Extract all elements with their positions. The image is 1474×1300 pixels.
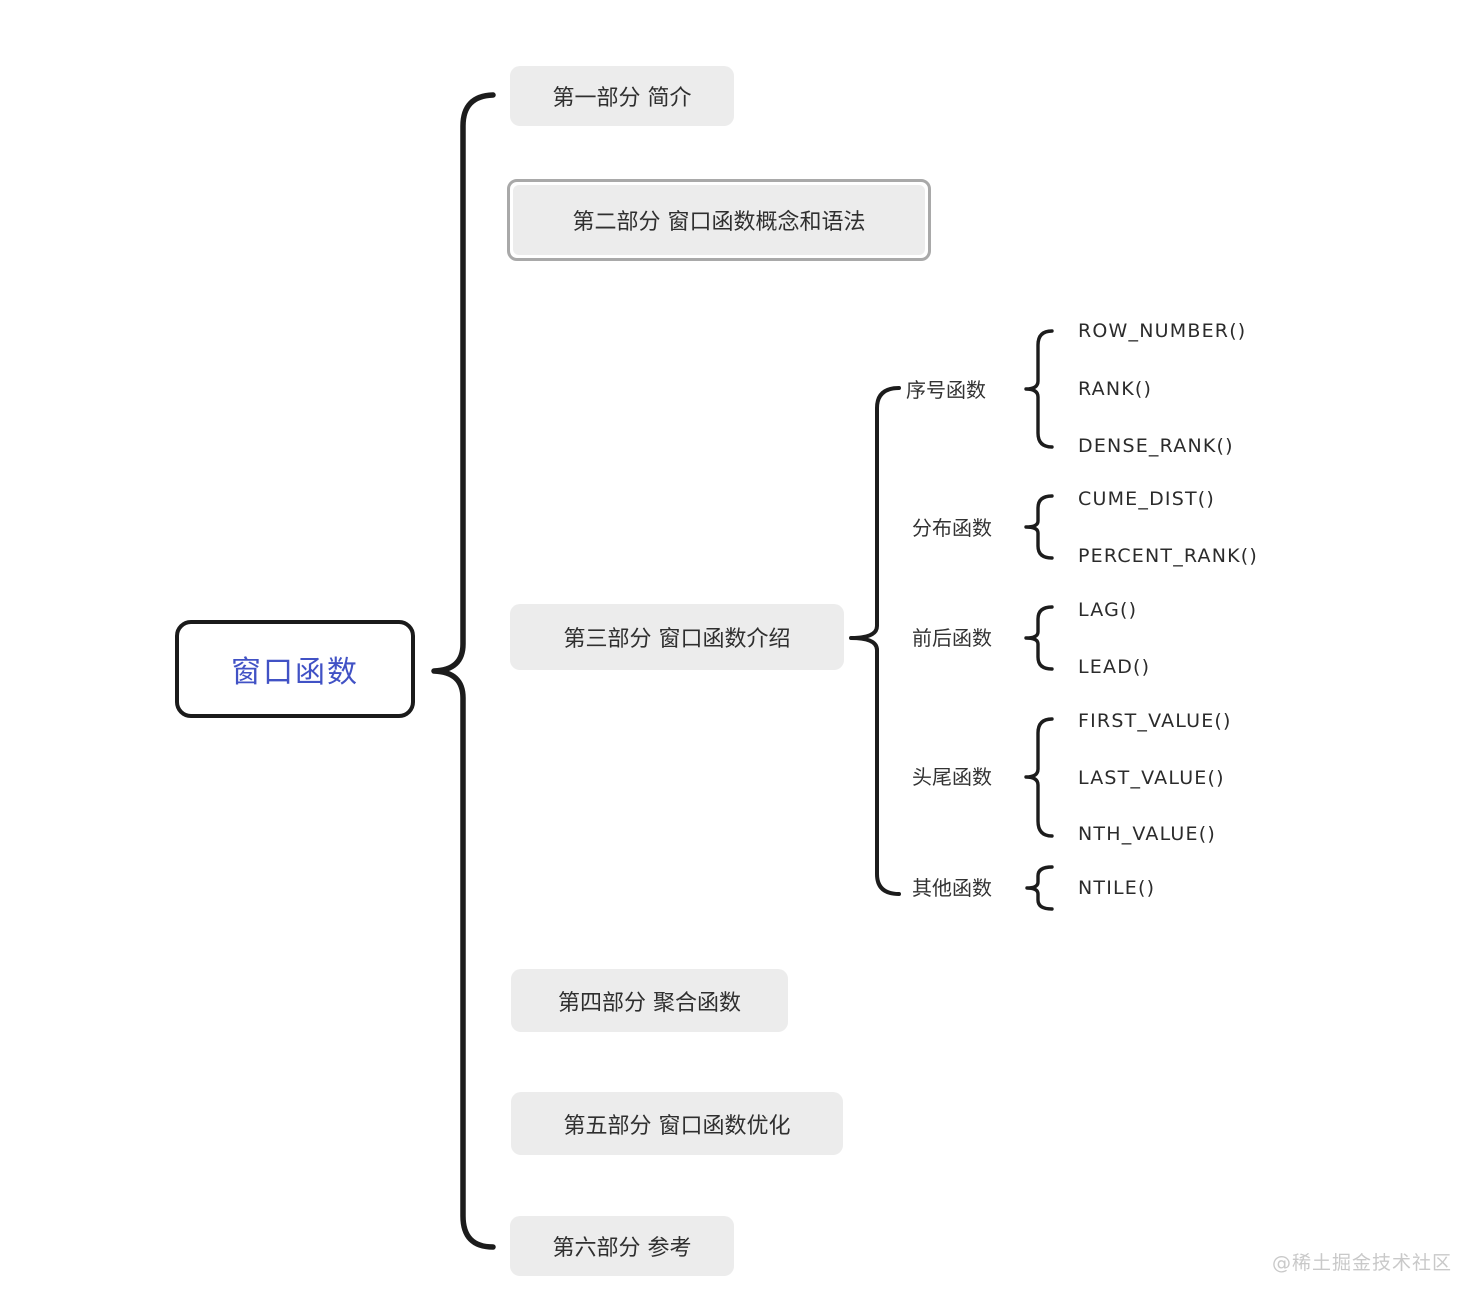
- branch-node-label: 第三部分 窗口函数介绍: [563, 627, 791, 652]
- function-item-lag[interactable]: LAG(): [1078, 597, 1137, 623]
- function-label: NTILE(): [1078, 877, 1156, 899]
- branch-node-label: 第四部分 聚合函数: [558, 990, 741, 1016]
- branch-node-label: 第五部分 窗口函数优化: [563, 1113, 791, 1139]
- branch-node-part6[interactable]: 第六部分 参考: [510, 1216, 734, 1276]
- branch-node-label: 第六部分 参考: [552, 1236, 692, 1261]
- function-item-ntile[interactable]: NTILE(): [1078, 875, 1155, 901]
- subcategory-front-back-functions[interactable]: 前后函数: [912, 624, 992, 652]
- branch-node-part2-inner: 第二部分 窗口函数概念和语法: [513, 185, 925, 255]
- function-label: CUME_DIST(): [1078, 488, 1215, 510]
- function-item-last-value[interactable]: LAST_VALUE(): [1078, 765, 1225, 791]
- function-label: FIRST_VALUE(): [1078, 710, 1232, 732]
- root-node[interactable]: 窗口函数: [175, 620, 415, 718]
- subcategory-distribution-functions[interactable]: 分布函数: [912, 514, 992, 542]
- function-item-cume-dist[interactable]: CUME_DIST(): [1078, 486, 1215, 512]
- function-item-nth-value[interactable]: NTH_VALUE(): [1078, 821, 1216, 847]
- other-functions-brace: [1025, 865, 1054, 911]
- distribution-functions-brace: [1024, 494, 1054, 560]
- function-item-lead[interactable]: LEAD(): [1078, 654, 1150, 680]
- branch-node-label: 第二部分 窗口函数概念和语法: [572, 210, 866, 235]
- subcategory-label: 分布函数: [912, 516, 992, 540]
- function-label: LAST_VALUE(): [1078, 767, 1225, 789]
- head-tail-functions-brace: [1024, 717, 1054, 838]
- branch-node-part5[interactable]: 第五部分 窗口函数优化: [511, 1092, 843, 1155]
- root-brace: [431, 92, 496, 1250]
- front-back-functions-brace: [1024, 605, 1054, 671]
- subcategory-label: 前后函数: [912, 626, 992, 650]
- function-item-first-value[interactable]: FIRST_VALUE(): [1078, 708, 1232, 734]
- function-item-dense-rank[interactable]: DENSE_RANK(): [1078, 433, 1234, 459]
- function-label: LEAD(): [1078, 656, 1151, 678]
- function-item-rank[interactable]: RANK(): [1078, 376, 1152, 402]
- subcategory-head-tail-functions[interactable]: 头尾函数: [912, 763, 992, 791]
- function-label: NTH_VALUE(): [1078, 823, 1216, 845]
- branch-node-part1[interactable]: 第一部分 简介: [510, 66, 734, 126]
- subcategory-other-functions[interactable]: 其他函数: [912, 874, 992, 902]
- function-item-percent-rank[interactable]: PERCENT_RANK(): [1078, 543, 1258, 569]
- function-label: DENSE_RANK(): [1078, 435, 1234, 457]
- part3-brace: [849, 386, 901, 896]
- function-label: ROW_NUMBER(): [1078, 320, 1247, 342]
- subcategory-label: 序号函数: [906, 378, 986, 402]
- serial-functions-brace: [1024, 329, 1054, 449]
- function-item-row-number[interactable]: ROW_NUMBER(): [1078, 318, 1246, 344]
- root-node-label: 窗口函数: [231, 655, 359, 690]
- branch-node-part3[interactable]: 第三部分 窗口函数介绍: [510, 604, 844, 670]
- branch-node-part2[interactable]: 第二部分 窗口函数概念和语法: [507, 179, 931, 261]
- watermark: @稀土掘金技术社区: [1271, 1252, 1452, 1274]
- branch-node-label: 第一部分 简介: [552, 86, 692, 111]
- function-label: PERCENT_RANK(): [1078, 545, 1259, 567]
- subcategory-label: 头尾函数: [912, 765, 992, 789]
- function-label: LAG(): [1078, 599, 1138, 621]
- branch-node-part4[interactable]: 第四部分 聚合函数: [511, 969, 788, 1032]
- subcategory-serial-functions[interactable]: 序号函数: [906, 376, 986, 404]
- function-label: RANK(): [1078, 378, 1153, 400]
- subcategory-label: 其他函数: [912, 876, 992, 900]
